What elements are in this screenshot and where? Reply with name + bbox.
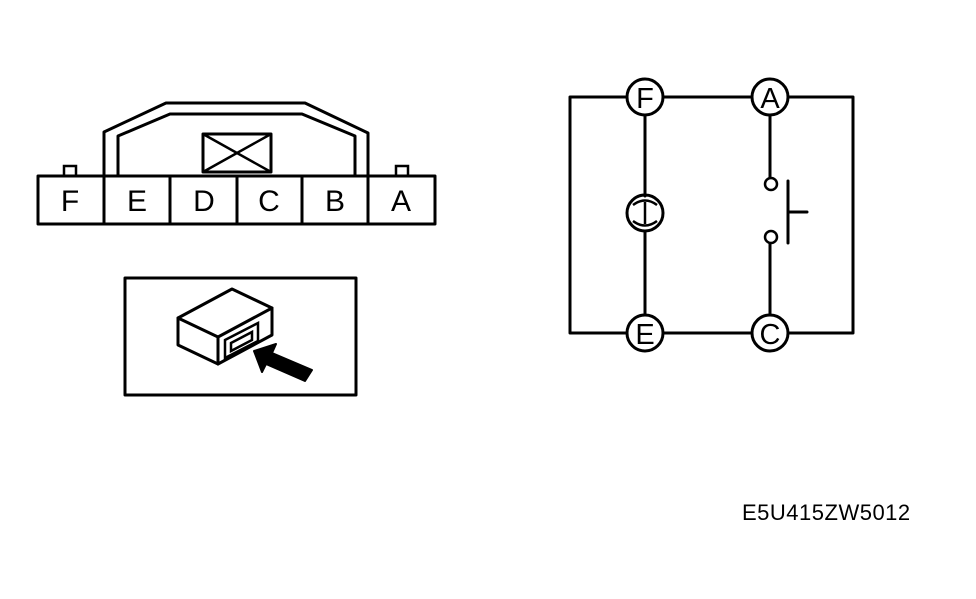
- pin-label-e: E: [127, 185, 147, 218]
- switch-contact-icon: [763, 176, 809, 245]
- lock-tab: [201, 132, 273, 174]
- inset-frame: [123, 276, 358, 397]
- coil-icon: [625, 193, 665, 233]
- connector-face-diagram: F E D C B A: [36, 101, 437, 226]
- terminal-a: [750, 77, 790, 117]
- terminal-label-f: F: [636, 83, 654, 115]
- terminal-c: [750, 313, 790, 353]
- arrow-icon: [253, 343, 313, 382]
- terminal-label-e: E: [635, 319, 654, 351]
- relay-module-icon: [176, 287, 274, 366]
- pin-label-b: B: [325, 185, 345, 218]
- pin-label-a: A: [391, 185, 411, 218]
- circuit-schematic: F A E C: [568, 77, 855, 353]
- pin-label-f: F: [61, 185, 79, 218]
- lock-tab-cross: [202, 132, 272, 174]
- wire-right: [786, 95, 855, 335]
- figure-code: E5U415ZW5012: [742, 500, 911, 525]
- terminal-label-c: C: [760, 319, 781, 351]
- pin-label-d: D: [193, 185, 215, 218]
- terminal-f: [625, 77, 665, 117]
- connector-hood: [102, 101, 370, 177]
- wire-left: [568, 95, 629, 335]
- terminal-e: [625, 313, 665, 353]
- pin-dividers: [102, 174, 370, 226]
- terminal-label-a: A: [760, 83, 780, 115]
- connector-hood-inner: [116, 112, 357, 177]
- view-direction-inset: [123, 276, 358, 397]
- pin-label-c: C: [258, 185, 280, 218]
